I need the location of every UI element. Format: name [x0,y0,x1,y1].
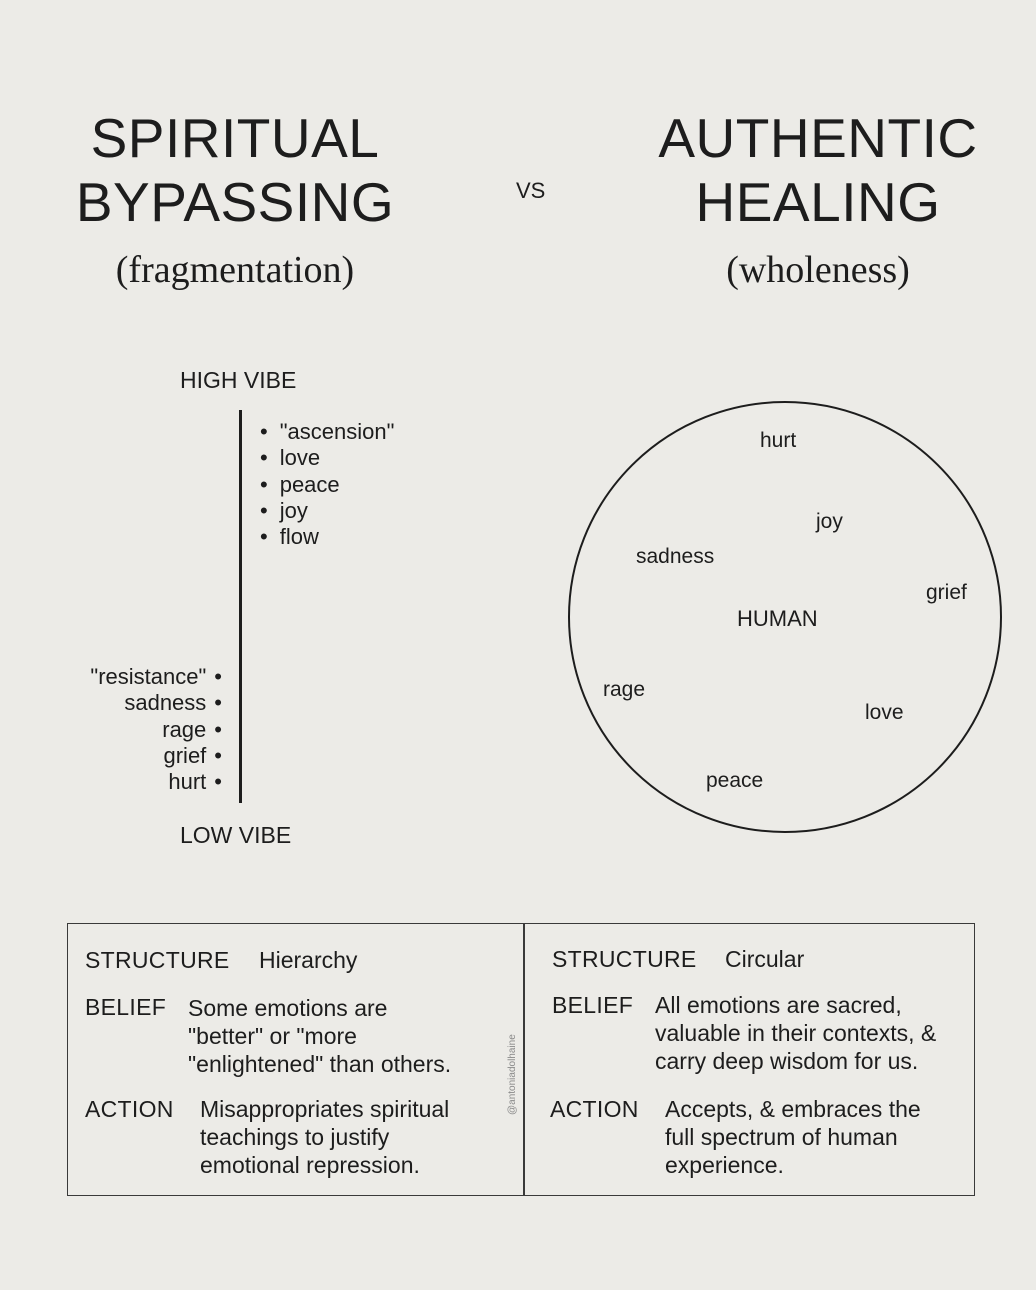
list-item: grief [90,743,222,769]
action-line: Misappropriates spiritual [200,1096,450,1122]
action-line: teachings to justify [200,1124,390,1150]
low-vibe-list: "resistance" sadness rage grief hurt [90,664,222,795]
action-line: Accepts, & embraces the [665,1096,921,1122]
list-item: peace [260,472,394,498]
right-structure-label: STRUCTURE [552,946,697,972]
list-item: "resistance" [90,664,222,690]
emotion-grief: grief [926,581,967,604]
belief-line: valuable in their contexts, & [655,1020,937,1046]
right-subtitle: (wholeness) [726,249,910,291]
high-vibe-label: HIGH VIBE [180,367,297,393]
emotion-joy: joy [816,510,843,533]
table-divider [523,924,525,1195]
belief-line: "enlightened" than others. [188,1051,452,1077]
emotion-rage: rage [603,678,646,701]
emotion-hurt: hurt [760,429,797,452]
left-title-line1: SPIRITUAL [90,107,380,169]
right-action-label: ACTION [550,1096,639,1122]
emotion-love: love [865,701,904,724]
left-title: SPIRITUAL BYPASSING [55,106,415,234]
vs-label: VS [516,178,546,203]
left-title-line2: BYPASSING [75,171,395,233]
right-structure-value: Circular [725,946,805,972]
emotion-sadness: sadness [636,545,715,568]
list-item: sadness [90,690,222,716]
action-line: full spectrum of human [665,1124,898,1150]
right-belief-label: BELIEF [552,992,634,1018]
left-structure-value: Hierarchy [259,947,358,973]
left-action-label: ACTION [85,1096,174,1122]
belief-line: Some emotions are [188,995,388,1021]
action-line: experience. [665,1152,784,1178]
belief-line: "better" or "more [188,1023,357,1049]
left-subtitle: (fragmentation) [115,249,355,291]
list-item: rage [90,717,222,743]
wholeness-circle [568,401,1002,833]
list-item: love [260,445,394,471]
circle-center-human: HUMAN [737,606,818,631]
right-action-text: Accepts, & embraces the full spectrum of… [665,1095,921,1179]
list-item: hurt [90,769,222,795]
left-belief-text: Some emotions are "better" or "more "enl… [188,994,451,1078]
low-vibe-label: LOW VIBE [180,822,292,848]
circle-outline [568,401,1002,833]
comparison-table [67,923,975,1196]
vibe-axis-line [239,410,242,803]
high-vibe-list: "ascension" love peace joy flow [260,419,395,550]
belief-line: All emotions are sacred, [655,992,902,1018]
left-belief-label: BELIEF [85,994,167,1020]
left-structure-label: STRUCTURE [85,947,230,973]
left-action-text: Misappropriates spiritual teachings to j… [200,1095,449,1179]
list-item: "ascension" [260,419,395,445]
list-item: flow [260,524,394,550]
right-title-line1: AUTHENTIC [658,107,978,169]
list-item: joy [260,498,394,524]
right-belief-text: All emotions are sacred, valuable in the… [655,991,936,1075]
watermark: @antoniadolhaine [507,1034,518,1115]
action-line: emotional repression. [200,1152,420,1178]
right-title: AUTHENTIC HEALING [628,106,1008,234]
belief-line: carry deep wisdom for us. [655,1048,919,1074]
emotion-peace: peace [706,769,764,792]
right-title-line2: HEALING [695,171,941,233]
